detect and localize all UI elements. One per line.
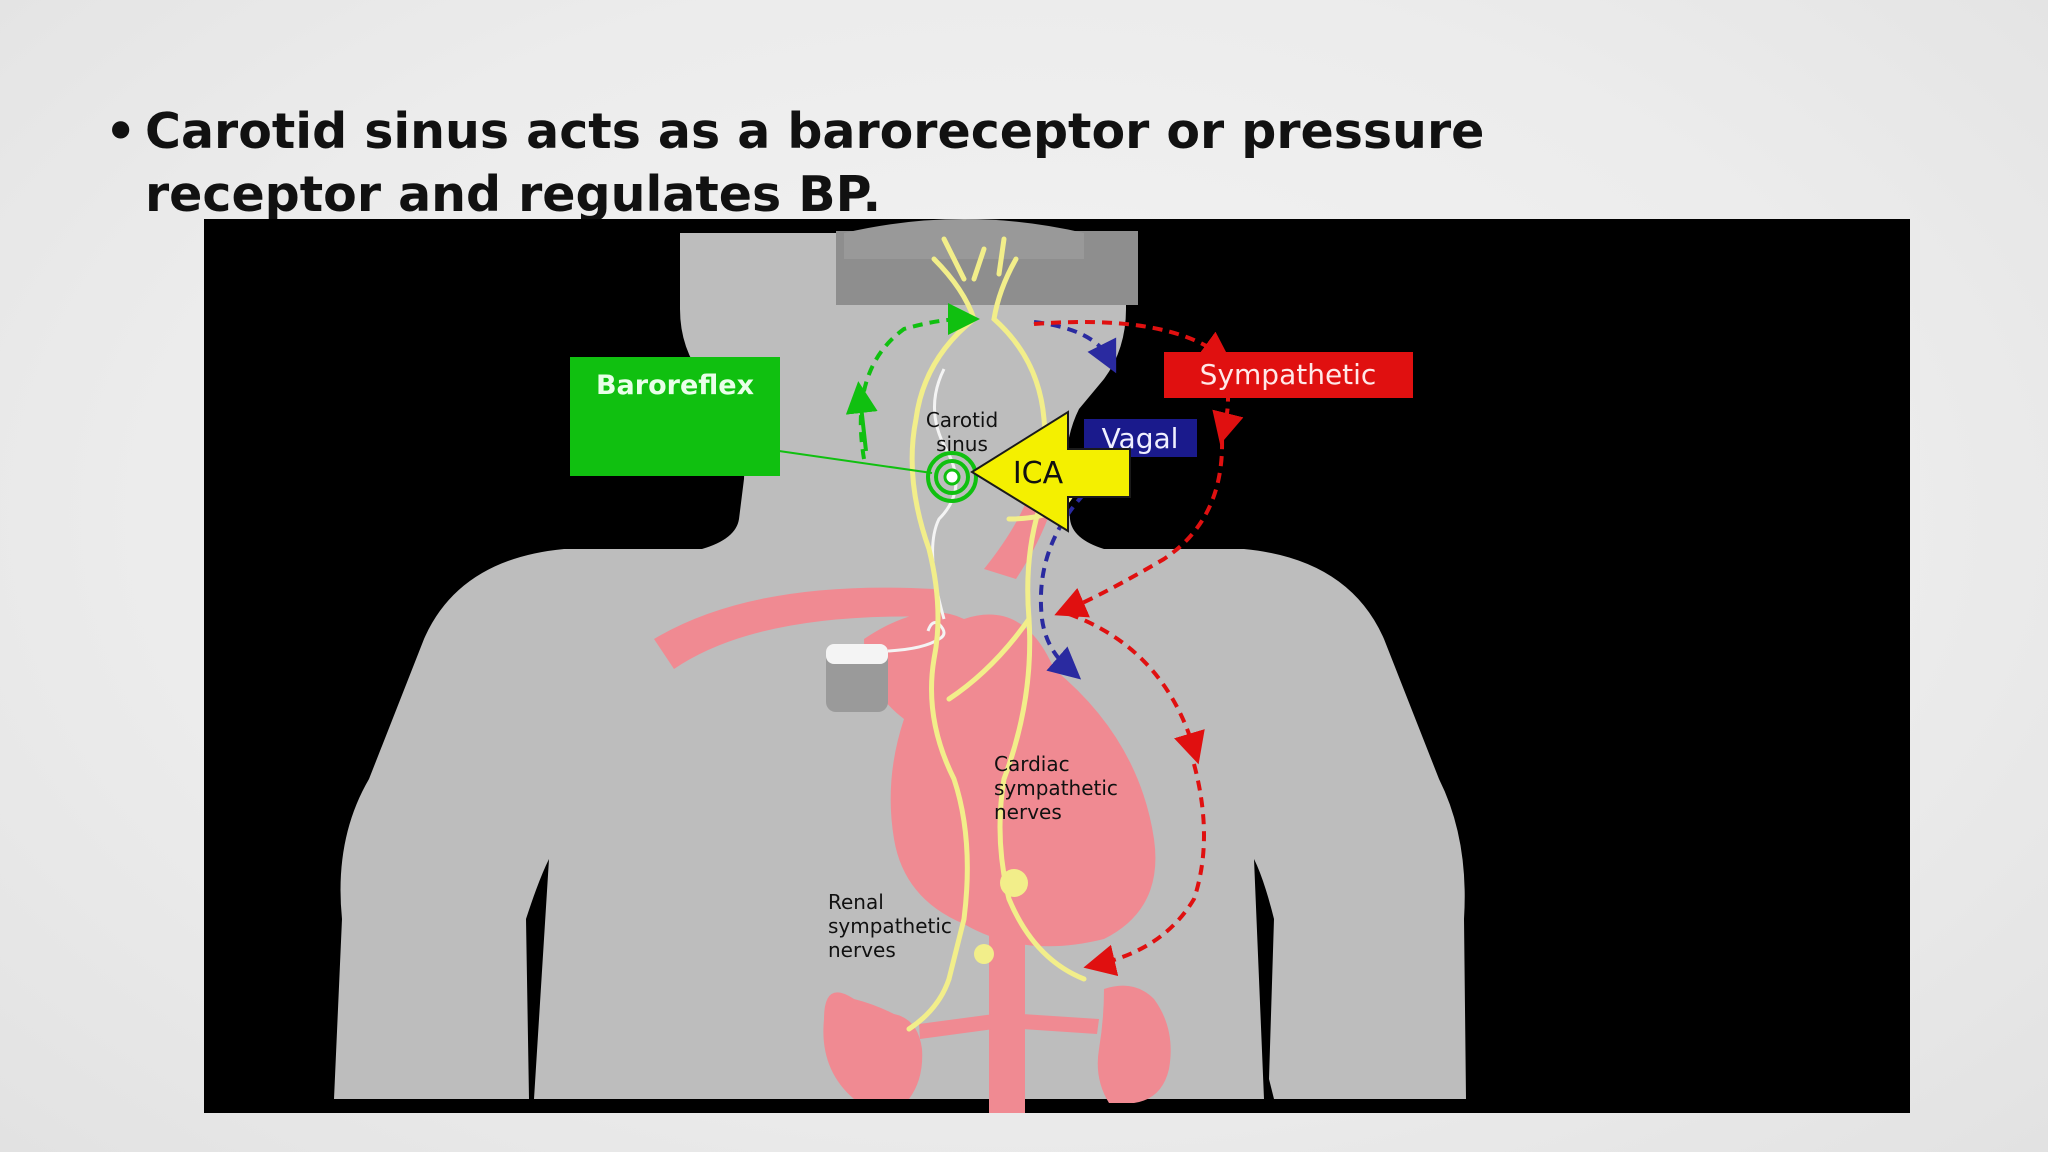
renal-line-1: Renal [828, 890, 884, 914]
sympathetic-arrow-kidney [1083, 763, 1206, 976]
cardiac-line-2: sympathetic [994, 776, 1118, 800]
cardiac-nerves-label: Cardiac sympathetic nerves [994, 752, 1118, 824]
carotid-sinus-marker [926, 451, 978, 503]
sympathetic-arrow-heart [1054, 438, 1225, 618]
sympathetic-arrow-loop [1068, 612, 1205, 765]
baroreflex-diagram: Baroreflex Sympathetic Vagal ICA Carotid… [204, 219, 1910, 1113]
baroreflex-label: Baroreflex [596, 370, 754, 401]
ica-arrow: ICA [970, 410, 1131, 533]
baroreflex-connector [778, 450, 933, 474]
sympathetic-arrow-top [1033, 320, 1232, 364]
vagal-label-box: Vagal [1084, 419, 1197, 457]
baroreflex-arrow-up [845, 381, 878, 452]
bullet-point: • Carotid sinus acts as a baroreceptor o… [105, 100, 1725, 226]
carotid-sinus-line-2: sinus [936, 432, 988, 456]
aorta-and-organs [654, 479, 1171, 1113]
renal-line-2: sympathetic [828, 914, 952, 938]
cardiac-line-1: Cardiac [994, 752, 1070, 776]
sympathetic-label: Sympathetic [1200, 358, 1377, 391]
ica-label: ICA [1013, 456, 1064, 491]
baroreflex-label-box: Baroreflex [570, 357, 780, 476]
bullet-marker: • [105, 103, 137, 160]
cardiac-line-3: nerves [994, 800, 1062, 824]
renal-nerves-label: Renal sympathetic nerves [828, 890, 952, 962]
slide-text: Carotid sinus acts as a baroreceptor or … [145, 103, 1485, 223]
carotid-sinus-line-1: Carotid [926, 408, 998, 432]
renal-line-3: nerves [828, 938, 896, 962]
sympathetic-label-box: Sympathetic [1164, 352, 1413, 398]
carotid-sinus-label: Carotid sinus [926, 408, 998, 456]
